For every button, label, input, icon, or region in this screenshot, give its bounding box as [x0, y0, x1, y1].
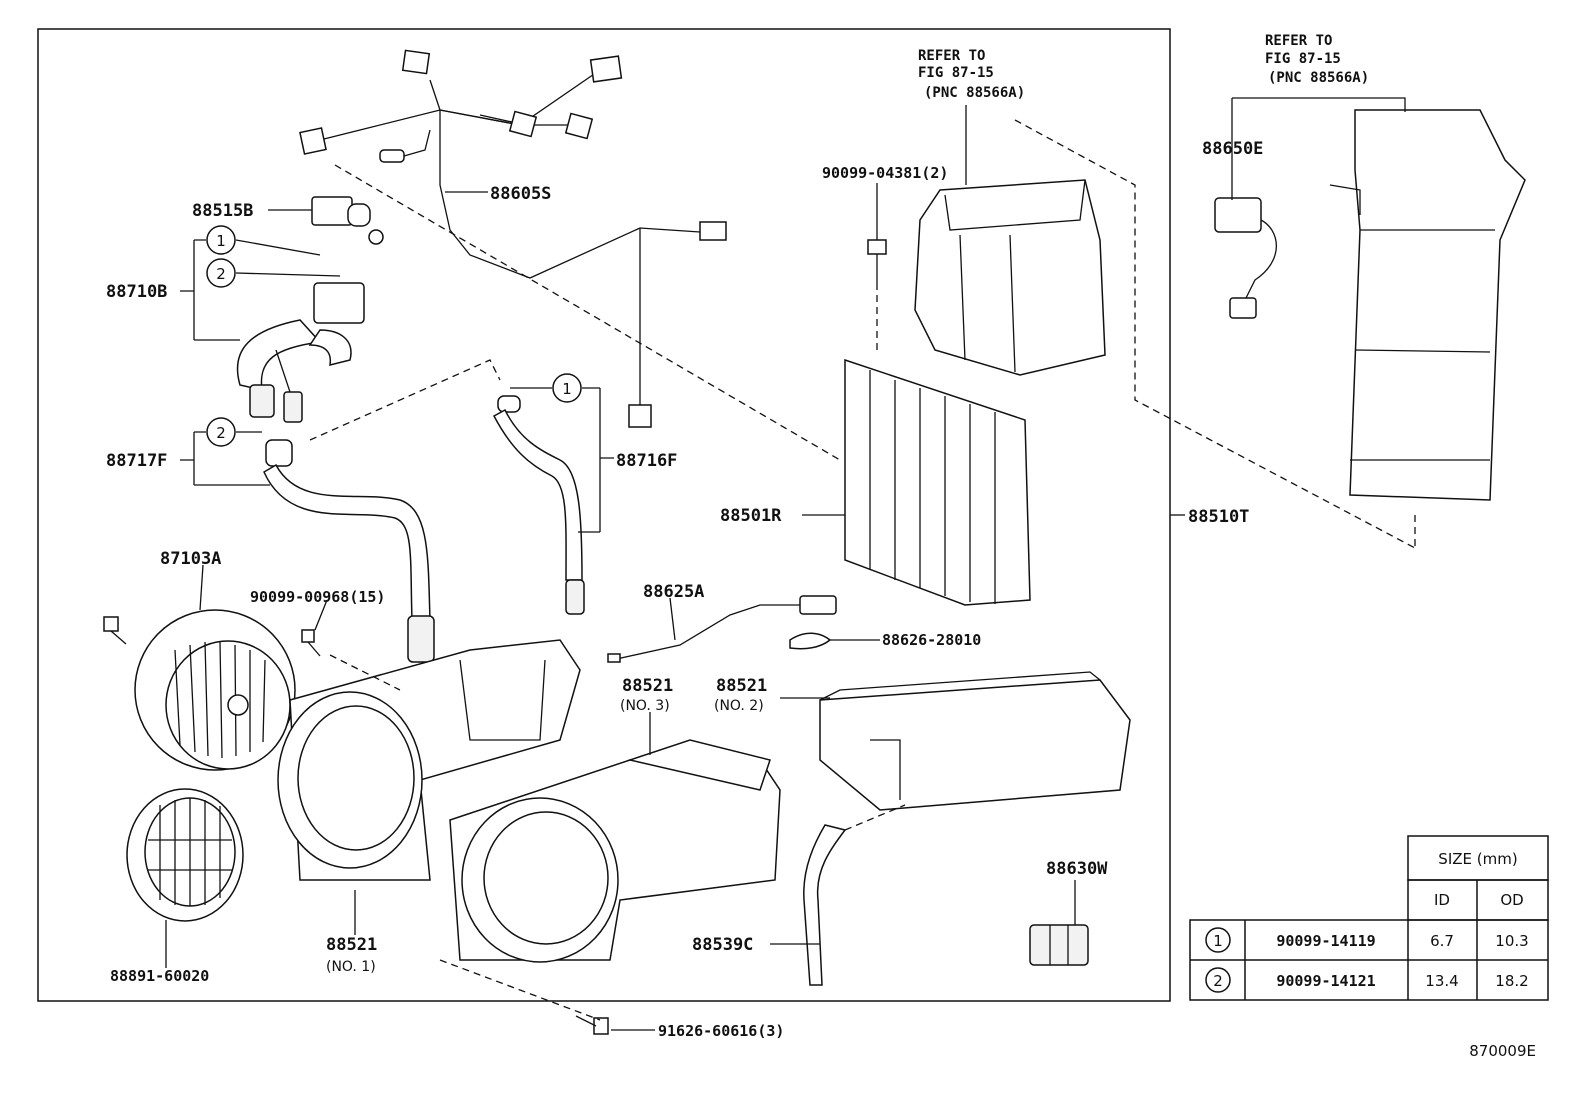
- size-table-col-od: OD: [1500, 891, 1523, 909]
- label-88539c: 88539C: [692, 935, 753, 955]
- svg-text:90099-14121: 90099-14121: [1276, 972, 1375, 990]
- label-88630w: 88630W: [1046, 859, 1108, 879]
- housing-88521-no1: [277, 639, 581, 881]
- label-88716f: 88716F: [616, 451, 677, 471]
- case-88521-no2: [819, 671, 1131, 811]
- refer-note-1: REFER TO FIG 87-15 (PNC 88566A): [918, 48, 1025, 101]
- label-88891-60020: 88891-60020: [110, 967, 209, 985]
- hose-88716f: [492, 395, 585, 615]
- label-88521-no3: 88521: [622, 676, 673, 696]
- label-88605s: 88605S: [490, 184, 551, 204]
- svg-text:2: 2: [216, 265, 226, 283]
- label-88626-28010: 88626-28010: [882, 631, 981, 649]
- pressure-sensor-88515b: [311, 196, 384, 245]
- label-88501r: 88501R: [720, 506, 782, 526]
- wire-harness-88605s: [299, 49, 727, 428]
- label-88521-no2-sub: (NO. 2): [714, 698, 764, 714]
- callout-1-88710b: 1: [206, 225, 236, 255]
- svg-text:1: 1: [1213, 932, 1223, 950]
- label-88625a: 88625A: [643, 582, 704, 602]
- label-88521-no3-sub: (NO. 3): [620, 698, 670, 714]
- size-table-col-id: ID: [1434, 891, 1450, 909]
- clip-88626-28010: [789, 632, 832, 650]
- callout-2-88710b: 2: [206, 258, 236, 288]
- svg-text:1: 1: [562, 380, 572, 398]
- svg-text:REFER TO: REFER TO: [1265, 33, 1332, 49]
- leader-lines: [165, 97, 1406, 1031]
- label-88521-no1: 88521: [326, 935, 377, 955]
- svg-text:6.7: 6.7: [1430, 932, 1454, 950]
- label-88521-no1-sub: (NO. 1): [326, 959, 376, 975]
- screw-90099-00968: [301, 629, 321, 657]
- label-90099-04381: 90099-04381(2): [822, 164, 948, 182]
- housing-88521-no3: [449, 739, 781, 963]
- hose-88710b: [236, 282, 365, 423]
- label-90099-00968: 90099-00968(15): [250, 588, 385, 606]
- size-table-title: SIZE (mm): [1438, 850, 1517, 868]
- svg-text:90099-14119: 90099-14119: [1276, 932, 1375, 950]
- dashed-guides: [309, 119, 1416, 1021]
- relay-88630w: [1029, 924, 1089, 966]
- callout-1-88716f: 1: [552, 373, 582, 403]
- figure-code: 870009E: [1469, 1042, 1536, 1060]
- label-88650e: 88650E: [1202, 139, 1263, 159]
- grille-88891-60020: [126, 788, 244, 922]
- size-table: SIZE (mm) ID OD 1 90099-14119 6.7 10.3 2…: [1189, 835, 1549, 1001]
- svg-text:FIG 87-15: FIG 87-15: [1265, 51, 1341, 67]
- svg-text:FIG 87-15: FIG 87-15: [918, 65, 994, 81]
- upper-duct: [914, 179, 1106, 376]
- label-88510t: 88510T: [1188, 507, 1249, 527]
- blower-motor-87103a: [134, 609, 296, 771]
- size-table-row: 1 90099-14119 6.7 10.3: [1205, 927, 1529, 953]
- sensor-88650e: [1214, 197, 1278, 319]
- svg-text:10.3: 10.3: [1495, 932, 1528, 950]
- rear-duct: [1329, 109, 1526, 501]
- refer-note-2: REFER TO FIG 87-15 (PNC 88566A): [1265, 33, 1369, 86]
- bolt-91626-60616: [575, 1015, 609, 1035]
- evaporator-88501r: [844, 358, 1031, 606]
- label-88521-no2: 88521: [716, 676, 767, 696]
- svg-text:18.2: 18.2: [1495, 972, 1528, 990]
- part-labels: 88515B 88710B 88717F 88605S 88716F 87103…: [106, 139, 1263, 1040]
- svg-text:2: 2: [1213, 972, 1223, 990]
- label-88710b: 88710B: [106, 282, 167, 302]
- label-91626-60616: 91626-60616(3): [658, 1022, 784, 1040]
- thermistor-88625a: [607, 595, 837, 663]
- label-88717f: 88717F: [106, 451, 167, 471]
- hose-88717f: [263, 439, 435, 663]
- callout-2-88717f: 2: [206, 417, 236, 447]
- svg-text:1: 1: [216, 232, 226, 250]
- svg-text:2: 2: [216, 424, 226, 442]
- screw-87103a: [103, 616, 127, 645]
- svg-text:(PNC 88566A): (PNC 88566A): [1268, 70, 1369, 86]
- callouts: 1 2 2 1: [206, 225, 582, 447]
- bolt-90099-04381: [867, 239, 887, 290]
- label-88515b: 88515B: [192, 201, 253, 221]
- svg-text:13.4: 13.4: [1425, 972, 1458, 990]
- label-87103a: 87103A: [160, 549, 221, 569]
- drain-hose-88539c: [803, 824, 847, 986]
- svg-text:(PNC 88566A): (PNC 88566A): [924, 85, 1025, 101]
- svg-text:REFER TO: REFER TO: [918, 48, 985, 64]
- size-table-row: 2 90099-14121 13.4 18.2: [1205, 967, 1529, 993]
